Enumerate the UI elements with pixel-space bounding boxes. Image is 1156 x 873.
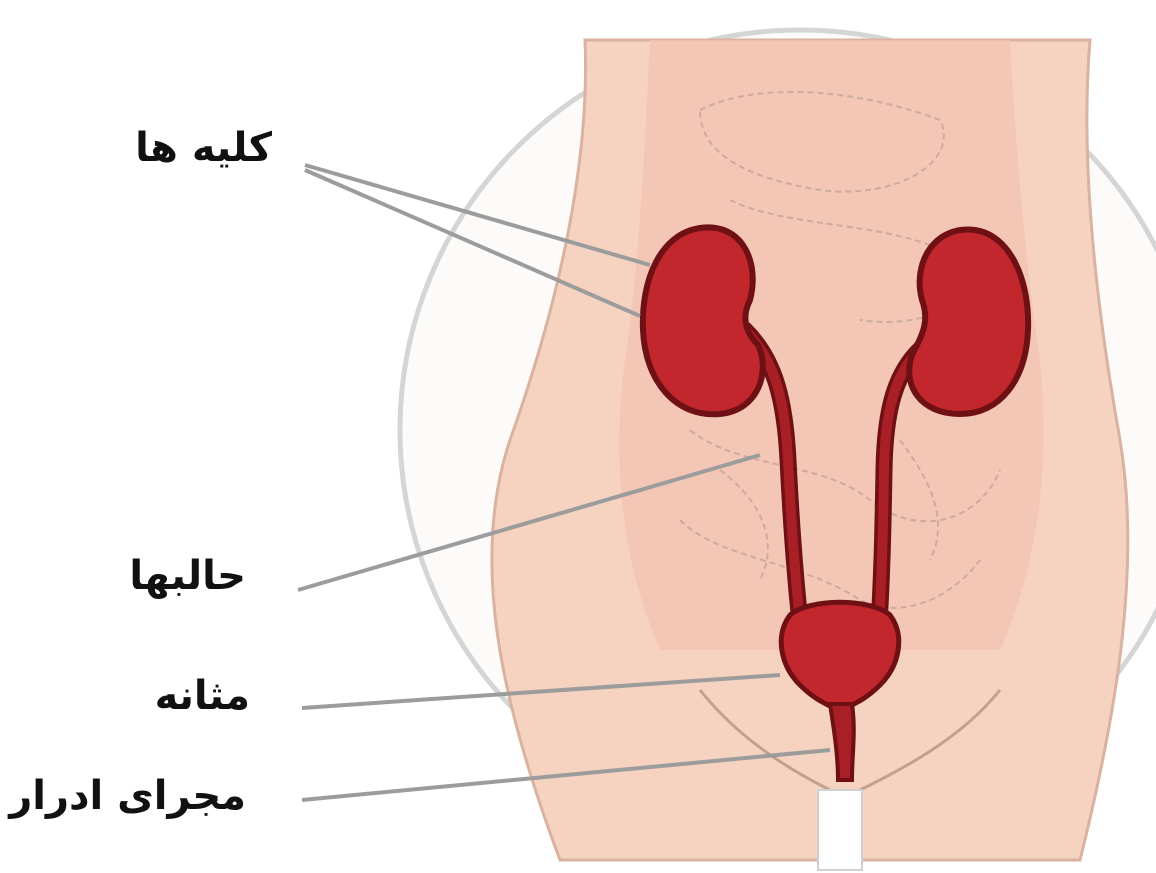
label-urethra: مجرای ادرار [9, 776, 246, 816]
label-ureters: حالبها [129, 556, 246, 596]
left-kidney [643, 227, 763, 414]
label-kidneys: کلیه ها [135, 128, 272, 168]
urethra-opening [818, 790, 862, 870]
right-kidney [909, 230, 1028, 414]
label-bladder: مثانه [155, 676, 250, 716]
